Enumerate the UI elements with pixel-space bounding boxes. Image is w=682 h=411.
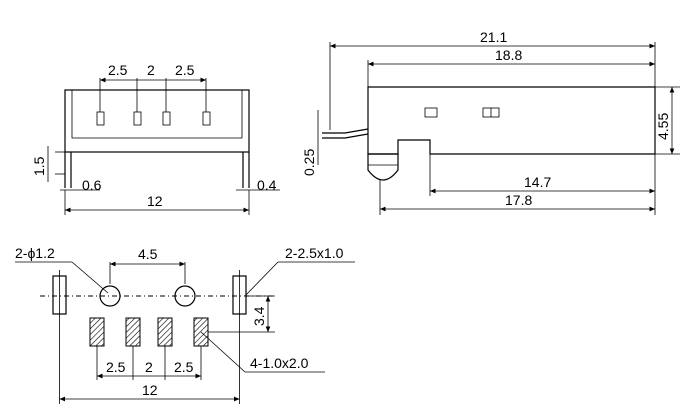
front-width: 12 [147, 193, 163, 209]
holes-spacing: 4.5 [138, 246, 158, 262]
side-height: 4.55 [655, 113, 671, 140]
locating-hole-left [99, 285, 121, 307]
front-left-leg [64, 152, 72, 188]
front-pins [96, 78, 211, 126]
side-board-span: 17.8 [505, 192, 532, 208]
signal-pads [89, 317, 209, 347]
holes-spec: 2-ϕ1.2 [15, 245, 55, 261]
pcb-footprint: 4.5 2-ϕ1.2 2-2.5x1.0 3.4 4-1.0x2.0 2.5 2 [15, 245, 355, 404]
footprint-width: 12 [142, 382, 158, 398]
side-pin-tail [322, 128, 369, 139]
pad-pitch-b: 2 [145, 359, 153, 375]
front-inner-cavity [71, 90, 243, 139]
side-window-1 [424, 107, 438, 118]
row-spacing: 3.4 [251, 306, 267, 326]
locating-hole-right [174, 285, 196, 307]
front-pitch-b: 2 [147, 62, 155, 78]
front-right-leg [242, 152, 250, 188]
side-post [367, 153, 399, 181]
side-body-length: 18.8 [495, 47, 522, 63]
side-total: 21.1 [480, 29, 507, 45]
front-pitch-c: 2.5 [175, 62, 195, 78]
front-housing [64, 89, 250, 153]
slots-spec: 2-2.5x1.0 [285, 245, 344, 261]
side-post-span: 14.7 [524, 174, 551, 190]
pads-spec: 4-1.0x2.0 [250, 355, 309, 371]
front-left-offset: 0.6 [82, 177, 102, 193]
pad-pitch-c: 2.5 [174, 359, 194, 375]
pad-pitch-a: 2.5 [106, 359, 126, 375]
front-right-offset: 0.4 [257, 177, 277, 193]
side-pin-thickness: 0.25 [301, 149, 317, 176]
side-body [367, 86, 656, 155]
front-height: 1.5 [31, 156, 47, 176]
side-view: 21.1 18.8 4.55 0.25 14.7 17.8 [301, 29, 680, 215]
front-pitch-a: 2.5 [108, 62, 128, 78]
front-view: 2.5 2 2.5 1.5 0.6 0.4 12 [31, 62, 280, 215]
